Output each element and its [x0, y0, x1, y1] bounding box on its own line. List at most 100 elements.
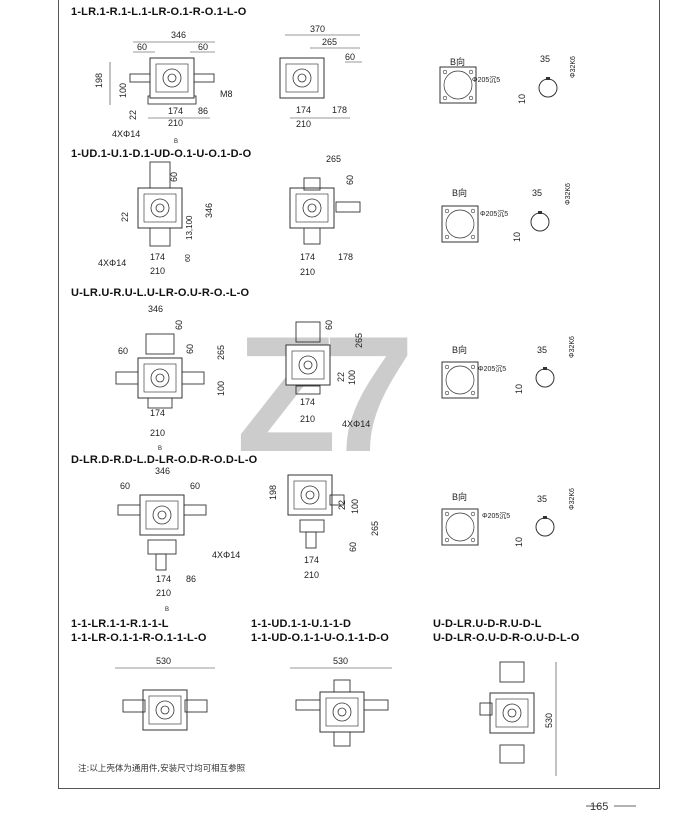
- dim-210-h: 210: [304, 570, 319, 580]
- page-number: 165: [590, 801, 609, 813]
- dim-210-e: 210: [150, 428, 165, 438]
- b-label-b: B: [158, 446, 162, 452]
- dim-35-a: 35: [540, 54, 550, 64]
- dim-60-f: 60: [345, 175, 355, 185]
- pcd-b: Φ205沉5: [480, 210, 508, 218]
- bottom-title-1b: 1-1-LR-O.1-1-R-O.1-1-L-O: [71, 632, 207, 644]
- dim-10-d: 10: [514, 537, 524, 547]
- dim-210-d: 210: [300, 267, 315, 277]
- dim-174-g: 174: [156, 574, 171, 584]
- dim-174-e: 174: [150, 408, 165, 418]
- dim-13100: 13,100: [185, 215, 194, 240]
- bottom-title-1a: 1-1-LR.1-1-R.1-1-L: [71, 618, 169, 630]
- dim-60-g: 60: [118, 346, 128, 356]
- dim-35-b: 35: [532, 188, 542, 198]
- dim-60-b: 60: [198, 42, 208, 52]
- dim-35-c: 35: [537, 345, 547, 355]
- dim-22-c: 22: [336, 372, 346, 382]
- dim-198-b: 198: [268, 485, 278, 500]
- section-title-4: D-LR.D-R.D-L.D-LR-O.D-R-O.D-L-O: [71, 454, 258, 466]
- section-title-1: 1-LR.1-R.1-L.1-LR-O.1-R-O.1-L-O: [71, 6, 247, 18]
- dim-100-a: 100: [118, 83, 128, 98]
- dim-210-f: 210: [300, 414, 315, 424]
- dim-265-e: 265: [370, 521, 380, 536]
- dim-174-f: 174: [300, 397, 315, 407]
- dim-100-d: 100: [350, 499, 360, 514]
- bottom-title-2b: 1-1-UD-O.1-1-U-O.1-1-D-O: [251, 632, 390, 644]
- bottom-title-3a: U-D-LR.U-D-R.U-D-L: [433, 618, 542, 630]
- dim-60-h: 60: [174, 320, 184, 330]
- dim-60-m: 60: [348, 542, 358, 552]
- dim-174-h: 174: [304, 555, 319, 565]
- dim-346-b: 346: [204, 203, 214, 218]
- bolt-label-d: 4XΦ14: [212, 550, 240, 560]
- dim-210-a: 210: [168, 118, 183, 128]
- pcd-c: Φ205沉5: [478, 365, 506, 373]
- dim-265-c: 265: [216, 345, 226, 360]
- dim-60-j: 60: [324, 320, 334, 330]
- dim-346-c: 346: [148, 304, 163, 314]
- dim-265-a: 265: [322, 37, 337, 47]
- shaft-c: Φ32K6: [569, 336, 576, 358]
- b-label-a: B: [174, 139, 178, 145]
- dim-174-a: 174: [168, 106, 183, 116]
- bolt-label-a: 4XΦ14: [112, 129, 140, 139]
- dim-60-i: 60: [185, 344, 195, 354]
- pcd-d: Φ205沉5: [482, 512, 510, 520]
- shaft-a: Φ32K6: [570, 56, 577, 78]
- bolt-label-c: 4XΦ14: [342, 419, 370, 429]
- dim-178-b: 178: [338, 252, 353, 262]
- dim-10-b: 10: [512, 232, 522, 242]
- dim-210-b: 210: [296, 119, 311, 129]
- section-title-3: U-LR.U-R.U-L.U-LR-O.U-R-O.-L-O: [71, 287, 250, 299]
- dim-174-c: 174: [150, 252, 165, 262]
- dim-22-a: 22: [128, 110, 138, 120]
- dim-22-b: 22: [120, 212, 130, 222]
- section-title-2: 1-UD.1-U.1-D.1-UD-O.1-U-O.1-D-O: [71, 148, 252, 160]
- dim-174-d: 174: [300, 252, 315, 262]
- view-b-b: B向: [452, 187, 467, 198]
- bolt-label-b: 4XΦ14: [98, 258, 126, 268]
- page-frame: [58, 0, 660, 789]
- b-label-c: B: [165, 607, 169, 613]
- dim-178-a: 178: [332, 105, 347, 115]
- watermark-logo: Z7: [236, 302, 415, 486]
- pcd-a: Φ205沉5: [472, 76, 500, 84]
- dim-530-c: 530: [544, 713, 554, 728]
- dim-174-b: 174: [296, 105, 311, 115]
- view-b-c: B向: [452, 344, 467, 355]
- footnote: 注:以上壳体为通用件,安装尺寸均可相互参照: [78, 764, 246, 774]
- dim-60-a: 60: [137, 42, 147, 52]
- m8-label: M8: [220, 89, 233, 99]
- dim-265-b: 265: [326, 154, 341, 164]
- dim-530-b: 530: [333, 656, 348, 666]
- dim-210-g: 210: [156, 588, 171, 598]
- view-b-d: B向: [452, 491, 467, 502]
- dim-60-l: 60: [190, 481, 200, 491]
- bottom-title-3b: U-D-LR-O.U-D-R-O.U-D-L-O: [433, 632, 580, 644]
- view-b-a: B向: [450, 56, 465, 67]
- dim-370: 370: [310, 24, 325, 34]
- dim-22-d: 22: [337, 500, 347, 510]
- dim-265-d: 265: [354, 333, 364, 348]
- dim-86-a: 86: [198, 106, 208, 116]
- dim-210-c: 210: [150, 266, 165, 276]
- dim-198-a: 198: [94, 73, 104, 88]
- dim-530-a: 530: [156, 656, 171, 666]
- dim-60-k: 60: [120, 481, 130, 491]
- dim-10-a: 10: [517, 94, 527, 104]
- dim-100-b: 100: [216, 381, 226, 396]
- dim-60-d: 60: [169, 172, 179, 182]
- dim-60-e: 60: [185, 254, 192, 262]
- bottom-title-2a: 1-1-UD.1-1-U.1-1-D: [251, 618, 352, 630]
- dim-346-a: 346: [171, 30, 186, 40]
- dim-60-c: 60: [345, 52, 355, 62]
- shaft-d: Φ32K6: [569, 488, 576, 510]
- dim-86-b: 86: [186, 574, 196, 584]
- dim-10-c: 10: [514, 384, 524, 394]
- dim-100-c: 100: [347, 370, 357, 385]
- dim-35-d: 35: [537, 494, 547, 504]
- shaft-b: Φ32K6: [565, 183, 572, 205]
- dim-346-d: 346: [155, 466, 170, 476]
